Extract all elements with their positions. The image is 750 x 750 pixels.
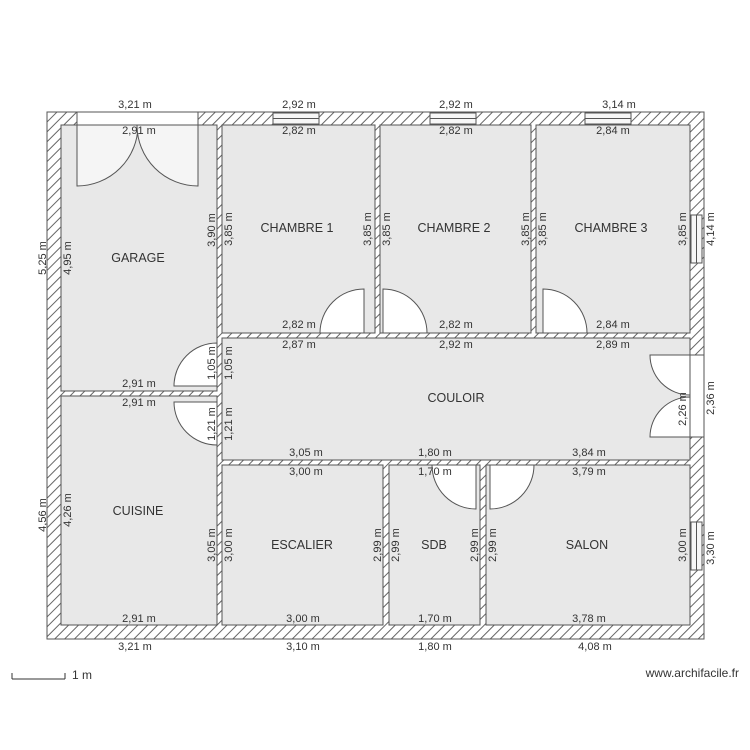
dim-garage-top: 2,91 m xyxy=(122,125,156,137)
dim-cor-right: 2,26 m xyxy=(677,392,689,426)
dim-cuisine-right: 3,05 m xyxy=(206,528,218,562)
dim-left-outer-lower: 4,56 m xyxy=(37,498,49,532)
dim-right-outer-lower: 3,30 m xyxy=(705,531,717,565)
credit-text: www.archifacile.fr xyxy=(645,666,739,680)
dim-esc-top: 3,00 m xyxy=(289,466,323,478)
dim-ch1-bottom: 2,82 m xyxy=(282,319,316,331)
horizontal-dimensions: 3,21 m 2,92 m 2,92 m 3,14 m 2,91 m 2,82 … xyxy=(118,99,636,653)
door-chambre-3 xyxy=(542,288,588,334)
dim-salon-top: 3,79 m xyxy=(572,466,606,478)
entrance-door-upper xyxy=(649,354,691,396)
dim-cor-top-3: 2,89 m xyxy=(596,339,630,351)
door-chambre-1 xyxy=(319,288,365,334)
dim-cuisine-top: 2,91 m xyxy=(122,397,156,409)
label-sdb: SDB xyxy=(421,538,447,552)
dim-garage-bottom: 2,91 m xyxy=(122,378,156,390)
dim-ch1-right: 3,85 m xyxy=(362,212,374,246)
dim-ch2-left: 3,85 m xyxy=(381,212,393,246)
door-sdb xyxy=(431,464,477,510)
dim-cuisine-left: 4,26 m xyxy=(62,493,74,527)
dim-garage-right: 3,90 m xyxy=(206,213,218,247)
dim-top-outer-3: 2,92 m xyxy=(439,99,473,111)
dim-top-outer-2: 2,92 m xyxy=(282,99,316,111)
garage-door-right xyxy=(136,124,199,187)
dim-left-outer-upper: 5,25 m xyxy=(37,241,49,275)
dim-cor-bottom-2: 1,80 m xyxy=(418,447,452,459)
dim-ch3-top: 2,84 m xyxy=(596,125,630,137)
garage-door-opening xyxy=(76,111,199,126)
dim-sdb-left: 2,99 m xyxy=(390,528,402,562)
room-couloir xyxy=(221,337,691,461)
dim-cuisine-bottom: 2,91 m xyxy=(122,613,156,625)
dim-right-outer-upper: 4,14 m xyxy=(705,212,717,246)
label-chambre-3: CHAMBRE 3 xyxy=(575,221,648,235)
dim-cor-bottom-1: 3,05 m xyxy=(289,447,323,459)
dim-bottom-outer-3: 1,80 m xyxy=(418,641,452,653)
dim-ch2-top: 2,82 m xyxy=(439,125,473,137)
door-chambre-2 xyxy=(382,288,428,334)
dim-cor-left-a: 1,05 m xyxy=(206,346,218,380)
label-cuisine: CUISINE xyxy=(113,504,164,518)
dim-top-outer-4: 3,14 m xyxy=(602,99,636,111)
dim-top-outer-1: 3,21 m xyxy=(118,99,152,111)
dim-bottom-outer-4: 4,08 m xyxy=(578,641,612,653)
dim-bottom-outer-1: 3,21 m xyxy=(118,641,152,653)
dim-sdb-right: 2,99 m xyxy=(469,528,481,562)
label-chambre-2: CHAMBRE 2 xyxy=(418,221,491,235)
entrance-opening xyxy=(689,354,705,438)
dim-ch3-right: 3,85 m xyxy=(677,212,689,246)
scale-bar: 1 m xyxy=(11,668,92,682)
dim-sdb-bottom: 1,70 m xyxy=(418,613,452,625)
vertical-dimensions: 5,25 m 4,56 m 4,95 m 3,90 m 3,85 m 3,85 … xyxy=(37,212,717,565)
dim-ch2-right: 3,85 m xyxy=(520,212,532,246)
dim-cor-bottom-3: 3,84 m xyxy=(572,447,606,459)
dim-ch3-left: 3,85 m xyxy=(537,212,549,246)
label-chambre-1: CHAMBRE 1 xyxy=(261,221,334,235)
doors xyxy=(76,124,691,510)
dim-esc-left: 3,00 m xyxy=(223,528,235,562)
dim-bottom-outer-2: 3,10 m xyxy=(286,641,320,653)
dim-right-outer-mid: 2,36 m xyxy=(705,381,717,415)
openings xyxy=(76,111,705,571)
dim-ch3-bottom: 2,84 m xyxy=(596,319,630,331)
room-escalier xyxy=(221,464,384,626)
label-couloir: COULOIR xyxy=(428,391,485,405)
dim-sdb-top: 1,70 m xyxy=(418,466,452,478)
dim-cor-top-2: 2,92 m xyxy=(439,339,473,351)
door-salon xyxy=(489,464,535,510)
dim-cor-left-b: 1,05 m xyxy=(223,346,235,380)
dim-salon-bottom: 3,78 m xyxy=(572,613,606,625)
door-cuisine xyxy=(173,401,218,446)
dim-garage-left: 4,95 m xyxy=(62,241,74,275)
dim-salon-right: 3,00 m xyxy=(677,528,689,562)
label-garage: GARAGE xyxy=(111,251,165,265)
dim-esc-bottom: 3,00 m xyxy=(286,613,320,625)
entrance-door-lower xyxy=(649,396,691,438)
label-salon: SALON xyxy=(566,538,608,552)
dim-cor-left-c: 1,21 m xyxy=(206,407,218,441)
dim-salon-left: 2,99 m xyxy=(487,528,499,562)
scale-label: 1 m xyxy=(72,668,92,682)
dim-ch1-top: 2,82 m xyxy=(282,125,316,137)
dim-cor-top-1: 2,87 m xyxy=(282,339,316,351)
dim-ch2-bottom: 2,82 m xyxy=(439,319,473,331)
room-labels: GARAGE CHAMBRE 1 CHAMBRE 2 CHAMBRE 3 COU… xyxy=(111,221,647,552)
dim-ch1-left: 3,85 m xyxy=(223,212,235,246)
label-escalier: ESCALIER xyxy=(271,538,333,552)
dim-esc-right: 2,99 m xyxy=(372,528,384,562)
dim-cor-left-d: 1,21 m xyxy=(223,407,235,441)
door-garage xyxy=(173,342,218,387)
